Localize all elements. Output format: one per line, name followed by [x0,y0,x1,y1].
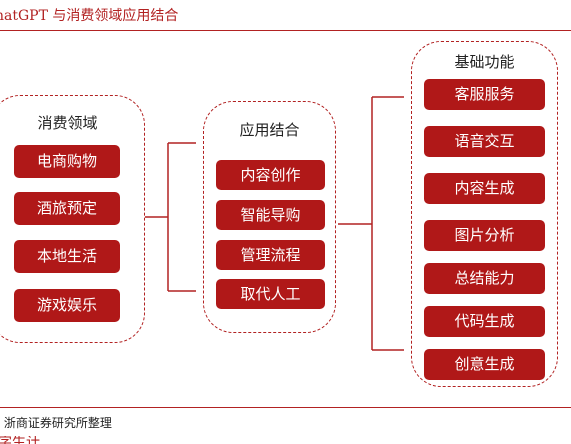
application-item-replace-labor: 取代人工 [216,279,325,309]
application-item-smart-shopping-guide: 智能导购 [216,200,325,230]
capability-item-summarization: 总结能力 [424,263,545,294]
consumer-panel-title: 消费领域 [37,114,98,132]
application-item-content-creation: 内容创作 [216,160,325,190]
header-bar: hatGPT 与消费领域应用结合 [0,0,571,31]
page-title: hatGPT 与消费领域应用结合 [0,8,179,24]
capability-item-voice-interaction: 语音交互 [424,126,545,157]
bracket-left [140,142,196,292]
next-section-heading: 字生计 [0,436,40,444]
capability-item-creative-generation: 创意生成 [424,349,545,380]
application-panel-title: 应用结合 [239,121,300,139]
application-item-process-management: 管理流程 [216,240,325,270]
capability-item-image-analysis: 图片分析 [424,220,545,251]
consumer-item-ecommerce: 电商购物 [14,145,120,178]
consumer-item-gaming: 游戏娱乐 [14,289,120,322]
capability-item-customer-service: 客服服务 [424,79,545,110]
bracket-right [338,96,404,351]
capability-item-content-generation: 内容生成 [424,173,545,204]
consumer-item-travel: 酒旅预定 [14,192,120,225]
source-note: : 浙商证券研究所整理 [0,416,112,430]
capability-item-code-generation: 代码生成 [424,306,545,337]
footer-divider [0,407,571,408]
consumer-item-local-life: 本地生活 [14,240,120,273]
capability-panel-title: 基础功能 [454,53,515,71]
